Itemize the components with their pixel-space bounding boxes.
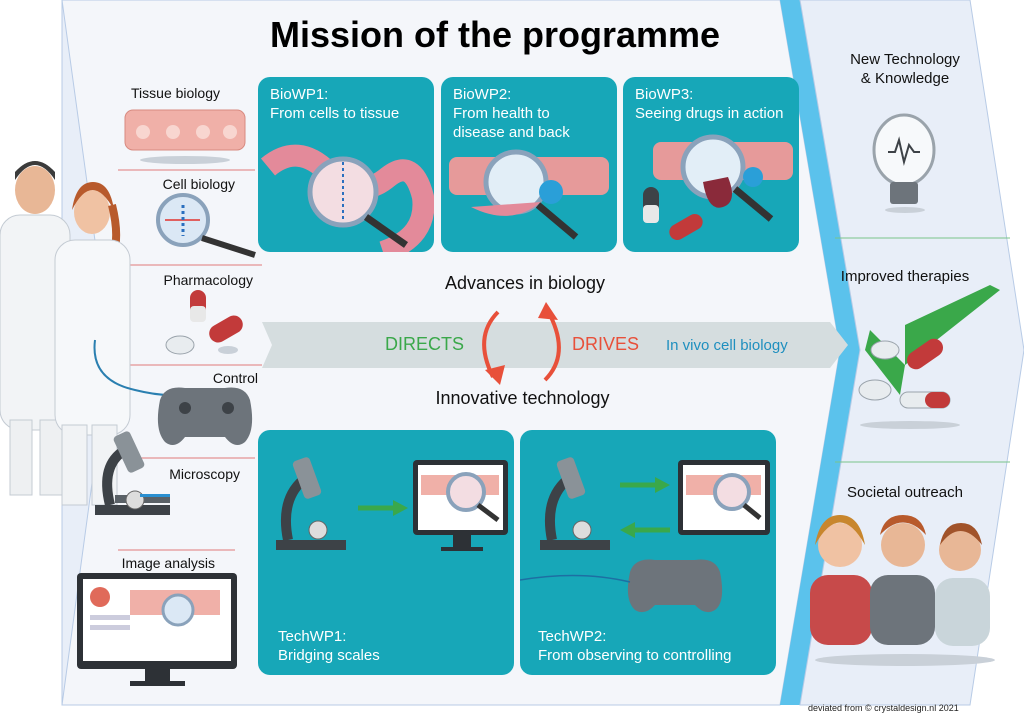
tissue-magnifier-icon	[449, 149, 609, 240]
left-label-tissue-biology: Tissue biology	[131, 85, 220, 101]
page-title: Mission of the programme	[269, 14, 721, 55]
left-label-microscopy: Microscopy	[169, 466, 240, 482]
biowp1-title: BioWP1: From cells to tissue	[270, 86, 400, 122]
tissue-icon	[124, 109, 246, 164]
advances-in-biology: Advances in biology	[444, 273, 606, 293]
pills-icon	[165, 290, 243, 355]
in-vivo-label: In vivo cell biology	[666, 337, 788, 354]
left-label-image-analysis: Image analysis	[121, 555, 215, 571]
people-icon	[810, 515, 995, 666]
monitor-icon	[77, 573, 237, 686]
lightbulb-icon	[872, 113, 936, 213]
checkmark-pills-icon	[858, 285, 1000, 429]
right-label-new-technology: New Technology & Knowledge	[850, 51, 960, 87]
biowp1-card: BioWP1: From cells to tissue	[258, 77, 434, 252]
directs-label: DIRECTS	[385, 334, 465, 354]
biowp2-title: BioWP2: From health to disease and back	[453, 86, 570, 141]
cell-magnifier-icon	[156, 193, 256, 258]
microscope-monitor-gamepad-icon	[520, 457, 770, 613]
cycle-arrows	[482, 302, 561, 385]
left-label-control: Control	[212, 370, 258, 386]
right-dividers	[835, 237, 1010, 463]
drives-label: DRIVES	[572, 334, 640, 354]
techwp1-title: TechWP1: Bridging scales	[278, 628, 380, 664]
drugs-magnifier-icon	[643, 134, 793, 240]
credit-text: deviated from © crystaldesign.nl 2021	[808, 703, 959, 713]
right-label-improved-therapies: Improved therapies	[840, 268, 970, 285]
biowp3-title: BioWP3: Seeing drugs in action	[635, 86, 784, 122]
innovative-technology: Innovative technology	[435, 388, 610, 408]
intestine-magnifier-icon	[260, 144, 434, 252]
right-label-societal-outreach: Societal outreach	[847, 484, 963, 501]
techwp2-title: TechWP2: From observing to controlling	[538, 628, 732, 664]
microscope-icon	[95, 431, 170, 515]
left-label-pharmacology: Pharmacology	[163, 272, 254, 288]
gray-band	[262, 322, 848, 368]
biowp2-card: BioWP2: From health to disease and back	[441, 77, 617, 252]
techwp2-card: TechWP2: From observing to controlling	[520, 430, 776, 675]
techwp1-card: TechWP1: Bridging scales	[258, 430, 514, 675]
left-label-cell-biology: Cell biology	[162, 176, 235, 192]
biowp3-card: BioWP3: Seeing drugs in action	[623, 77, 799, 252]
microscope-to-monitor-icon	[276, 457, 508, 551]
blue-chevron	[780, 0, 860, 705]
gamepad-icon	[157, 387, 253, 446]
